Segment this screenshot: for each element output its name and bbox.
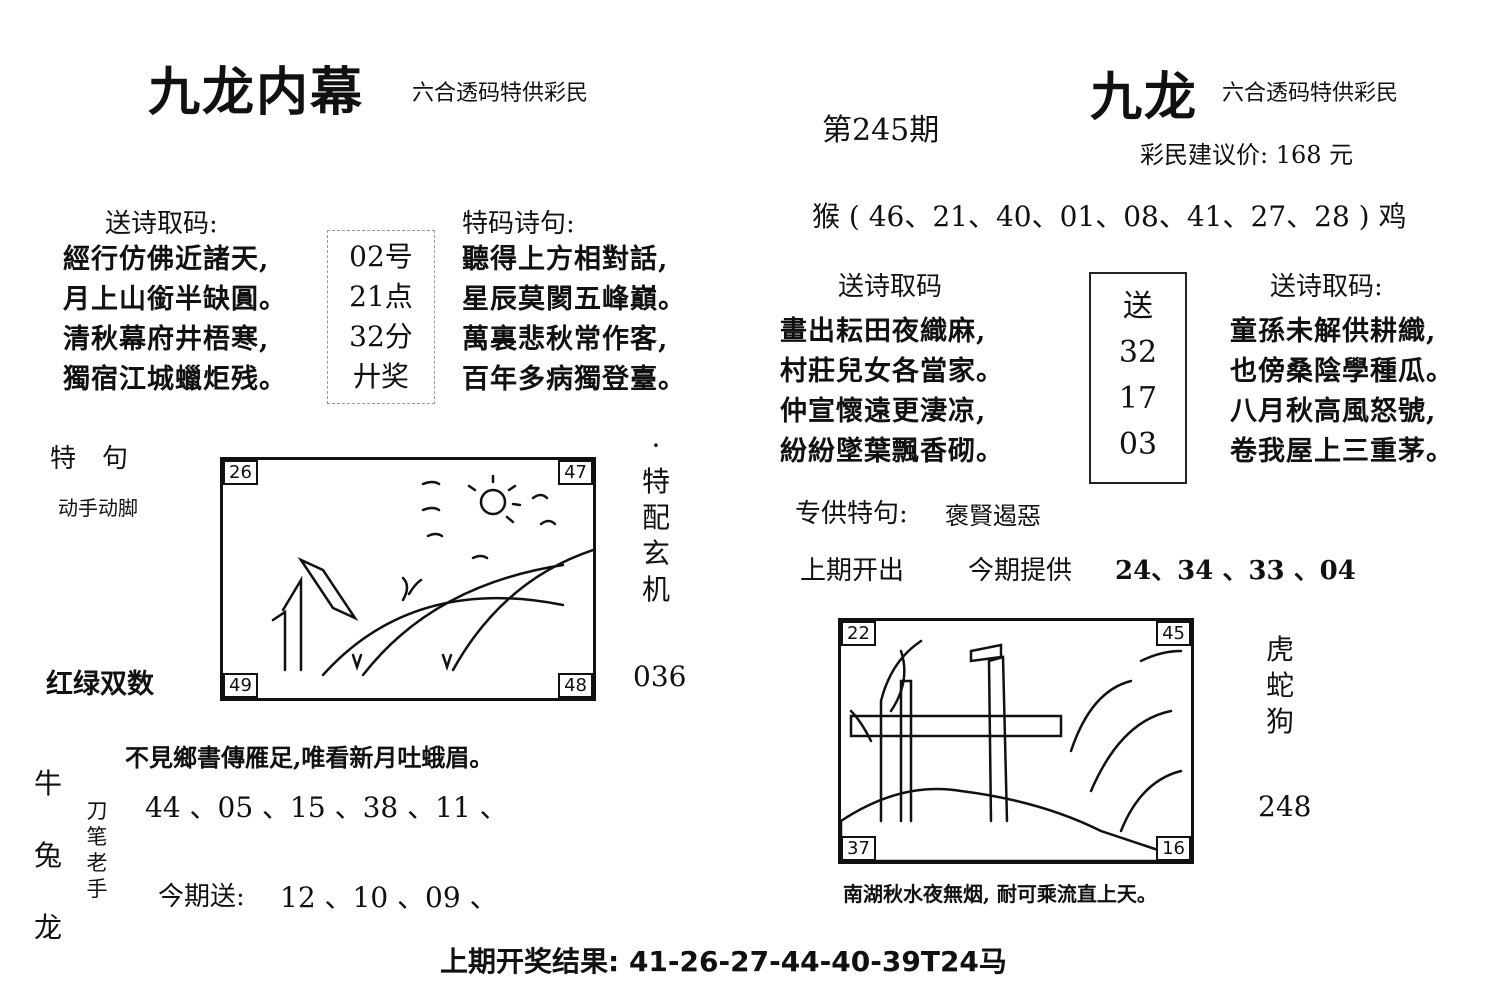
corner-number: 49 xyxy=(223,673,258,698)
right-poem-label: 送诗取码 xyxy=(838,272,943,302)
hills-sun-drawing xyxy=(271,474,593,677)
small-char: 笔 xyxy=(86,825,108,849)
poem-line: 紛紛墜葉飄香砌。 xyxy=(780,436,1004,467)
corner-number: 45 xyxy=(1156,621,1191,646)
right-poem-2: 童孫未解供耕織, 也傍桑陰學種瓜。 八月秋高風怒號, 卷我屋上三重茅。 xyxy=(1230,312,1454,472)
right-side-vertical: 虎 蛇 狗 xyxy=(1262,632,1298,740)
right-subtitle: 六合透码特供彩民 xyxy=(1222,81,1399,106)
poem-line: 聽得上方相對話, xyxy=(462,244,669,275)
today-numbers: 12 、10 、09 、 xyxy=(280,881,498,914)
last-issue-label: 上期开出 xyxy=(800,556,905,586)
poem-line: 萬裏悲秋常作客, xyxy=(462,324,669,355)
zodiac-char: 牛 xyxy=(33,767,62,800)
left-center-box: 02号 21点 32分 廾奖 xyxy=(327,230,435,404)
poem-line: 經行仿佛近諸天, xyxy=(63,244,270,275)
left-verse: 不見鄉書傳雁足,唯看新月吐蛾眉。 xyxy=(125,743,494,772)
left-subtitle: 六合透码特供彩民 xyxy=(412,81,589,106)
poem-line: 百年多病獨登臺。 xyxy=(462,364,686,395)
last-result: 上期开奖结果: 41-26-27-44-40-39T24马 xyxy=(440,945,1007,978)
corner-number: 37 xyxy=(841,836,876,861)
left-poem-label: 送诗取码: xyxy=(105,209,218,239)
poem-line: 卷我屋上三重茅。 xyxy=(1230,436,1454,467)
special-poem-label: 特码诗句: xyxy=(462,209,575,239)
te-ju-label: 特 句 xyxy=(50,444,129,474)
right-poem-label-2: 送诗取码: xyxy=(1270,272,1383,302)
poem-line: 獨宿江城蠟炬残。 xyxy=(63,364,287,395)
special-value: 褒賢遏惡 xyxy=(945,502,1041,530)
poem-line: 也傍桑陰學種瓜。 xyxy=(1230,356,1454,387)
poem-line: 八月秋高風怒號, xyxy=(1230,396,1437,427)
te-ju-value: 动手动脚 xyxy=(58,496,138,520)
corner-number: 26 xyxy=(223,460,258,485)
poem-line: 星辰莫閡五峰巔。 xyxy=(462,284,686,315)
right-illustration: 22 45 37 16 xyxy=(838,618,1194,864)
corner-number: 47 xyxy=(558,460,593,485)
box-line: 17 xyxy=(1118,381,1158,416)
left-illustration: 26 47 49 48 xyxy=(220,457,596,701)
vertical-char: 玄 xyxy=(641,537,670,570)
zodiac-char: 兔 xyxy=(33,839,62,872)
special-poem: 聽得上方相對話, 星辰莫閡五峰巔。 萬裏悲秋常作客, 百年多病獨登臺。 xyxy=(462,240,686,400)
corner-number: 22 xyxy=(841,621,876,646)
box-line: 32 xyxy=(1118,335,1158,370)
left-side-vertical: · 特 配 玄 机 xyxy=(638,428,674,608)
vertical-char: 蛇 xyxy=(1265,669,1294,702)
small-char: 老 xyxy=(86,851,108,875)
poem-line: 童孫未解供耕織, xyxy=(1230,316,1437,347)
zodiac-vertical: 牛 兔 龙 xyxy=(30,748,66,964)
box-line: 送 xyxy=(1123,289,1153,324)
tree-fence-drawing xyxy=(841,639,1191,861)
vertical-char: 机 xyxy=(641,573,670,606)
left-poem: 經行仿佛近諸天, 月上山銜半缺圓。 清秋幕府井梧寒, 獨宿江城蠟炬残。 xyxy=(63,240,287,400)
left-title: 九龙内幕 xyxy=(148,62,365,123)
poem-line: 清秋幕府井梧寒, xyxy=(63,324,270,355)
right-verse: 南湖秋水夜無烟, 耐可乘流直上天。 xyxy=(843,882,1157,906)
issue-number: 第245期 xyxy=(822,113,940,148)
right-title: 九龙 xyxy=(1090,67,1199,128)
poem-line: 仲宣懷遠更淒凉, xyxy=(780,396,987,427)
box-line: 32分 xyxy=(349,320,413,353)
zodiac-char: 龙 xyxy=(33,911,62,944)
right-side-number: 248 xyxy=(1258,790,1312,823)
corner-number: 48 xyxy=(558,673,593,698)
left-side-number: 036 xyxy=(633,660,687,693)
hong-lv-label: 红绿双数 xyxy=(46,669,154,700)
box-line: 02号 xyxy=(349,240,413,273)
right-center-box: 送 32 17 03 xyxy=(1089,272,1187,484)
provide-label: 今期提供 xyxy=(968,556,1073,586)
small-char: 手 xyxy=(86,877,108,901)
vertical-char: 虎 xyxy=(1265,633,1294,666)
special-label: 专供特句: xyxy=(795,499,908,529)
right-poem: 畫出耘田夜織麻, 村莊兒女各當家。 仲宣懷遠更淒凉, 紛紛墜葉飄香砌。 xyxy=(780,312,1004,472)
today-label: 今期送: xyxy=(158,882,245,912)
vertical-char: · xyxy=(651,429,661,462)
vertical-char: 狗 xyxy=(1265,705,1294,738)
vertical-char: 配 xyxy=(641,501,670,534)
small-vertical: 刀 笔 老 手 xyxy=(86,798,108,902)
small-char: 刀 xyxy=(86,799,108,823)
price: 彩民建议价: 168 元 xyxy=(1140,141,1354,169)
box-line: 廾奖 xyxy=(352,360,409,393)
poem-line: 月上山銜半缺圓。 xyxy=(63,284,287,315)
box-line: 03 xyxy=(1118,427,1158,462)
right-numbers-line: 猴 ( 46、21、40、01、08、41、27、28 ) 鸡 xyxy=(812,200,1407,233)
corner-number: 16 xyxy=(1156,836,1191,861)
left-numbers-line: 44 、05 、15 、38 、11 、 xyxy=(145,791,508,824)
poem-line: 村莊兒女各當家。 xyxy=(780,356,1004,387)
box-line: 21点 xyxy=(349,280,413,313)
provide-numbers: 24、34 、33 、04 xyxy=(1115,556,1356,586)
vertical-char: 特 xyxy=(641,465,670,498)
poem-line: 畫出耘田夜織麻, xyxy=(780,316,987,347)
